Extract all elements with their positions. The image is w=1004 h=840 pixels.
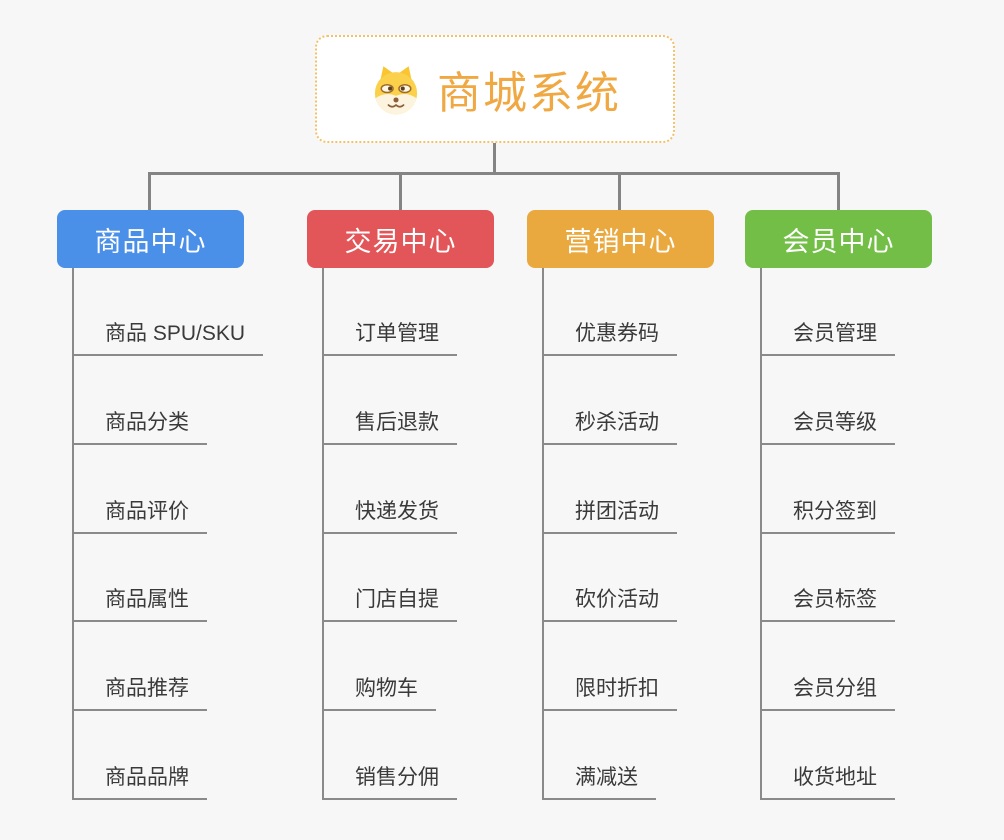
leaf-node[interactable]: 积分签到 bbox=[760, 487, 895, 534]
doge-face-icon bbox=[374, 66, 418, 115]
leaf-node[interactable]: 限时折扣 bbox=[542, 664, 677, 711]
branch-trunk-member bbox=[760, 268, 762, 800]
leaf-node[interactable]: 商品 SPU/SKU bbox=[72, 309, 264, 356]
branch-node-trade-center[interactable]: 交易中心 bbox=[307, 210, 494, 268]
leaf-node[interactable]: 拼团活动 bbox=[542, 487, 677, 534]
leaf-node[interactable]: 商品属性 bbox=[72, 575, 207, 622]
connector-drop-product bbox=[148, 172, 151, 210]
branch-node-product-center[interactable]: 商品中心 bbox=[57, 210, 244, 268]
leaf-node[interactable]: 订单管理 bbox=[322, 309, 457, 356]
leaf-node[interactable]: 会员标签 bbox=[760, 575, 895, 622]
branch-trunk-product bbox=[72, 268, 74, 800]
branch-trunk-marketing bbox=[542, 268, 544, 800]
leaf-node[interactable]: 商品评价 bbox=[72, 487, 207, 534]
leaf-node[interactable]: 商品推荐 bbox=[72, 664, 207, 711]
leaf-node[interactable]: 会员分组 bbox=[760, 664, 895, 711]
leaf-node[interactable]: 售后退款 bbox=[322, 398, 457, 445]
root-title: 商城系统 bbox=[437, 69, 621, 118]
connector-bus bbox=[148, 172, 840, 175]
root-node-mall-system[interactable]: 商城系统 bbox=[315, 35, 675, 143]
branch-trunk-trade bbox=[322, 268, 324, 800]
leaf-node[interactable]: 门店自提 bbox=[322, 575, 457, 622]
leaf-node[interactable]: 销售分佣 bbox=[322, 753, 457, 800]
branch-node-member-center[interactable]: 会员中心 bbox=[745, 210, 932, 268]
leaf-node[interactable]: 购物车 bbox=[322, 664, 436, 711]
leaf-node[interactable]: 砍价活动 bbox=[542, 575, 677, 622]
leaf-node[interactable]: 快递发货 bbox=[322, 487, 457, 534]
leaf-node[interactable]: 商品分类 bbox=[72, 398, 207, 445]
leaf-node[interactable]: 收货地址 bbox=[760, 753, 895, 800]
leaf-node[interactable]: 会员管理 bbox=[760, 309, 895, 356]
connector-drop-trade bbox=[399, 172, 402, 210]
connector-drop-marketing bbox=[618, 172, 621, 210]
leaf-node[interactable]: 满减送 bbox=[542, 753, 656, 800]
leaf-node[interactable]: 秒杀活动 bbox=[542, 398, 677, 445]
leaf-node[interactable]: 优惠券码 bbox=[542, 309, 677, 356]
connector-drop-member bbox=[837, 172, 840, 210]
leaf-node[interactable]: 会员等级 bbox=[760, 398, 895, 445]
leaf-node[interactable]: 商品品牌 bbox=[72, 753, 207, 800]
connector-root-stub bbox=[493, 143, 496, 173]
branch-node-marketing-center[interactable]: 营销中心 bbox=[527, 210, 714, 268]
